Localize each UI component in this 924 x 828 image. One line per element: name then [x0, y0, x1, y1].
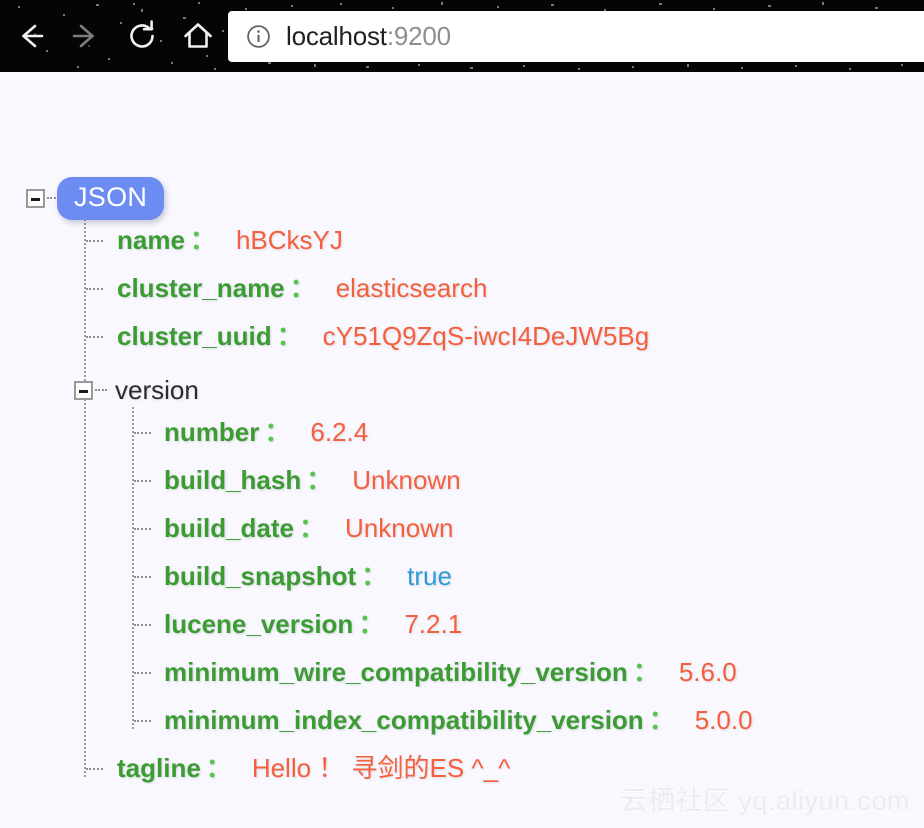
version-collapse-toggle[interactable]	[74, 381, 93, 400]
tree-connector	[134, 672, 151, 674]
json-key: minimum_wire_compatibility_version	[164, 657, 628, 687]
json-row-cluster_uuid: cluster_uuid： cY51Q9ZqS-iwcI4DeJW5Bg	[86, 321, 649, 351]
json-value: 5.0.0	[694, 705, 753, 735]
root-collapse-toggle[interactable]	[26, 189, 45, 208]
tree-connector	[134, 432, 151, 434]
json-row-tagline: tagline： Hello ！ 寻剑的ES ^_^	[86, 753, 510, 783]
json-colon: ：	[264, 417, 291, 447]
json-key: cluster_uuid	[117, 321, 272, 351]
site-watermark: 云栖社区 yq.aliyun.com	[620, 786, 910, 816]
json-value: 7.2.1	[404, 609, 463, 639]
back-button[interactable]	[2, 8, 58, 64]
json-row-cluster_name: cluster_name： elasticsearch	[86, 273, 487, 303]
json-colon: ：	[299, 513, 326, 543]
json-value: 5.6.0	[678, 657, 737, 687]
json-value: 6.2.4	[310, 417, 369, 447]
json-row-build_hash: build_hash： Unknown	[134, 465, 461, 495]
tree-connector	[134, 720, 151, 722]
json-colon: ：	[632, 657, 659, 687]
tree-connector	[134, 528, 151, 530]
json-colon: ：	[276, 321, 303, 351]
url-port: :9200	[386, 21, 451, 51]
tree-connector	[86, 336, 103, 338]
arrow-left-icon	[22, 24, 44, 48]
json-key: minimum_index_compatibility_version	[164, 705, 644, 735]
url-host: localhost	[286, 21, 387, 51]
reload-icon	[130, 20, 154, 48]
json-row-minimum_wire_compatibility_version: minimum_wire_compatibility_version： 5.6.0	[134, 657, 737, 687]
json-key: name	[117, 225, 185, 255]
json-row-lucene_version: lucene_version： 7.2.1	[134, 609, 462, 639]
tree-connector	[134, 576, 151, 578]
home-icon	[184, 23, 212, 48]
browser-toolbar: localhost:9200	[0, 0, 924, 72]
home-button[interactable]	[170, 8, 226, 64]
tree-connector	[86, 768, 103, 770]
tree-connector	[134, 480, 151, 482]
json-row-build_date: build_date： Unknown	[134, 513, 453, 543]
json-viewer: JSON name：hBCksYJ cluster_name：elasticse…	[0, 72, 924, 828]
json-key: tagline	[117, 753, 201, 783]
tree-guide-version	[132, 407, 134, 729]
json-key: number	[164, 417, 260, 447]
json-value: Unknown	[345, 513, 454, 543]
json-node-version[interactable]: version	[115, 375, 199, 405]
json-value: Unknown	[352, 465, 461, 495]
root-connector	[47, 197, 59, 199]
reload-button[interactable]	[114, 8, 170, 64]
address-bar[interactable]: localhost:9200	[228, 11, 924, 62]
json-colon: ：	[358, 609, 385, 639]
browser-nav-buttons	[0, 0, 230, 72]
tree-connector	[86, 240, 103, 242]
json-colon: ：	[306, 465, 333, 495]
json-key: lucene_version	[164, 609, 354, 639]
json-node-label: version	[115, 375, 199, 405]
tree-guide-root	[84, 215, 86, 777]
address-bar-text: localhost:9200	[286, 21, 451, 52]
arrow-right-icon	[72, 24, 94, 48]
json-row-name: name： hBCksYJ	[86, 225, 343, 255]
json-row-minimum_index_compatibility_version: minimum_index_compatibility_version： 5.0.…	[134, 705, 753, 735]
json-key: cluster_name	[117, 273, 285, 303]
json-key: build_hash	[164, 465, 302, 495]
forward-button[interactable]	[58, 8, 114, 64]
json-value: cY51Q9ZqS-iwcI4DeJW5Bg	[322, 321, 650, 351]
json-root-badge[interactable]: JSON	[57, 177, 165, 220]
json-colon: ：	[189, 225, 216, 255]
json-value: true	[407, 561, 452, 591]
json-value: Hello ！ 寻剑的ES ^_^	[251, 753, 511, 783]
json-key: build_snapshot	[164, 561, 357, 591]
json-value: elasticsearch	[335, 273, 488, 303]
json-colon: ：	[648, 705, 675, 735]
json-value: hBCksYJ	[235, 225, 343, 255]
tree-connector	[86, 288, 103, 290]
version-connector	[95, 389, 107, 391]
json-colon: ：	[205, 753, 232, 783]
json-key: build_date	[164, 513, 295, 543]
json-row-build_snapshot: build_snapshot： true	[134, 561, 452, 591]
json-colon: ：	[289, 273, 316, 303]
json-colon: ：	[361, 561, 388, 591]
json-row-number: number： 6.2.4	[134, 417, 368, 447]
info-circle-icon[interactable]	[246, 24, 271, 49]
tree-connector	[134, 624, 151, 626]
